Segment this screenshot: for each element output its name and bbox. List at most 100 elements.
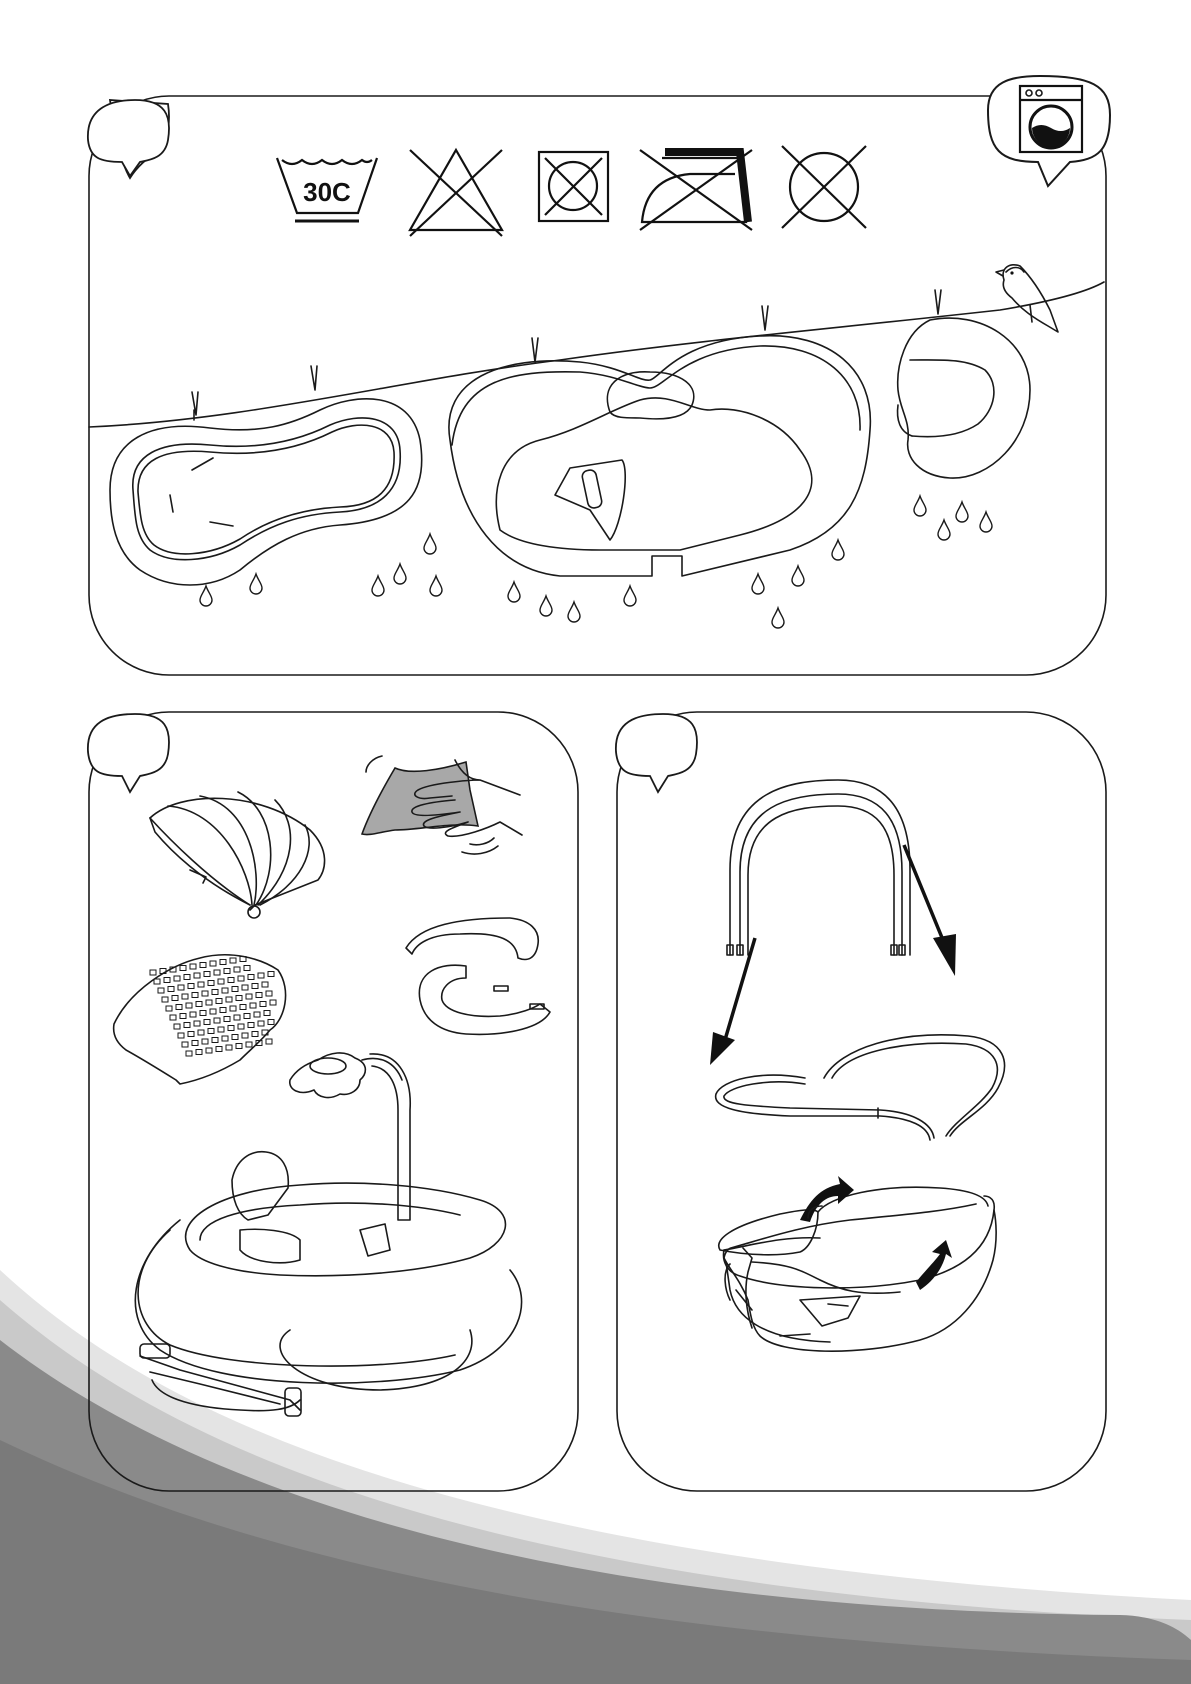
removable-seat-cover xyxy=(719,1187,996,1351)
mesh-hole xyxy=(150,970,156,975)
mesh-hole xyxy=(242,1033,248,1038)
water-drop xyxy=(394,564,406,584)
mesh-hole xyxy=(226,1045,232,1050)
water-drop xyxy=(624,586,636,606)
water-drop xyxy=(372,576,384,596)
mesh-hole xyxy=(230,958,236,963)
water-drop xyxy=(938,520,950,540)
mesh-hole xyxy=(262,982,268,987)
mesh-hole xyxy=(178,1033,184,1038)
mesh-hole xyxy=(212,990,218,995)
mesh-hole xyxy=(158,988,164,993)
mesh-hole xyxy=(192,993,198,998)
water-drop xyxy=(980,512,992,532)
mesh-hole xyxy=(214,1018,220,1023)
head-support-drying xyxy=(898,318,1030,478)
mesh-hole xyxy=(202,1039,208,1044)
mesh-hole xyxy=(166,1006,172,1011)
mesh-hole xyxy=(216,999,222,1004)
mesh-hole xyxy=(228,1026,234,1031)
mesh-hole xyxy=(268,1020,274,1025)
mesh-hole xyxy=(208,1029,214,1034)
mesh-hole xyxy=(168,987,174,992)
mesh-hole xyxy=(230,1006,236,1011)
mesh-hole xyxy=(236,996,242,1001)
wash-30c-icon: 30C xyxy=(277,158,377,221)
arrow-icon xyxy=(710,845,956,1065)
do-not-bleach-icon xyxy=(410,150,502,236)
mesh-hole xyxy=(194,1021,200,1026)
curved-arrow-icon xyxy=(800,1176,952,1290)
mesh-hole xyxy=(174,1024,180,1029)
mesh-hole xyxy=(252,984,258,989)
care-symbols: 30C xyxy=(277,146,866,236)
mesh-hole xyxy=(180,1014,186,1019)
mesh-hole xyxy=(170,1015,176,1020)
mesh-hole xyxy=(220,960,226,965)
mesh-hole xyxy=(246,1042,252,1047)
mesh-hole xyxy=(242,985,248,990)
mesh-hole xyxy=(270,1000,276,1005)
mesh-hole xyxy=(204,972,210,977)
mesh-hole xyxy=(250,1003,256,1008)
mesh-hole xyxy=(176,1005,182,1010)
water-drop xyxy=(250,574,262,594)
mesh-hole xyxy=(258,1021,264,1026)
water-drop xyxy=(772,608,784,628)
water-drop xyxy=(792,566,804,586)
mesh-hole xyxy=(218,1027,224,1032)
mesh-hole xyxy=(186,1051,192,1056)
mesh-hole xyxy=(172,996,178,1001)
mesh-hole xyxy=(266,1039,272,1044)
mesh-hole xyxy=(204,1020,210,1025)
mesh-hole xyxy=(238,976,244,981)
mesh-hole xyxy=(226,997,232,1002)
mesh-hole xyxy=(164,978,170,983)
mesh-hole xyxy=(174,976,180,981)
water-drop xyxy=(430,576,442,596)
mesh-hole xyxy=(236,1044,242,1049)
mesh-hole xyxy=(178,985,184,990)
mesh-hole xyxy=(266,991,272,996)
mesh-hole xyxy=(224,969,230,974)
mesh-hole xyxy=(162,997,168,1002)
mesh-hole xyxy=(260,1002,266,1007)
washing-machine-icon xyxy=(988,76,1110,186)
water-drops xyxy=(200,496,992,628)
mesh-hole xyxy=(232,1035,238,1040)
seat-pad-drying xyxy=(110,399,422,585)
clothes-pegs xyxy=(192,290,941,420)
mesh-hole xyxy=(254,1012,260,1017)
mesh-hole xyxy=(182,1042,188,1047)
canopy-illustration xyxy=(150,792,325,918)
clothesline xyxy=(89,282,1104,427)
mesh-hole xyxy=(244,1014,250,1019)
mesh-hole xyxy=(190,1012,196,1017)
mesh-hole xyxy=(192,1041,198,1046)
mesh-hole xyxy=(268,972,274,977)
wipe-cloth-hand-icon xyxy=(362,756,522,854)
water-drop xyxy=(752,574,764,594)
frame-arches xyxy=(727,780,910,955)
mesh-hole xyxy=(184,975,190,980)
seat-cover-drying xyxy=(449,336,870,576)
mesh-hole xyxy=(210,1009,216,1014)
mesh-hole xyxy=(222,1036,228,1041)
mesh-hole xyxy=(206,1048,212,1053)
mesh-hole xyxy=(196,1002,202,1007)
speech-bubble-icon xyxy=(88,714,169,792)
panel-washing: 30C xyxy=(88,76,1110,675)
mesh-hole xyxy=(180,966,186,971)
mesh-hole xyxy=(154,979,160,984)
panel-wipe-clean xyxy=(88,712,578,1491)
mesh-hole xyxy=(196,1050,202,1055)
water-drop xyxy=(568,602,580,622)
mesh-hole xyxy=(188,984,194,989)
mesh-hole xyxy=(238,1024,244,1029)
mesh-hole xyxy=(208,981,214,986)
mesh-hole xyxy=(200,963,206,968)
mesh-hole xyxy=(220,1008,226,1013)
mesh-hole xyxy=(198,1030,204,1035)
mesh-hole xyxy=(188,1032,194,1037)
